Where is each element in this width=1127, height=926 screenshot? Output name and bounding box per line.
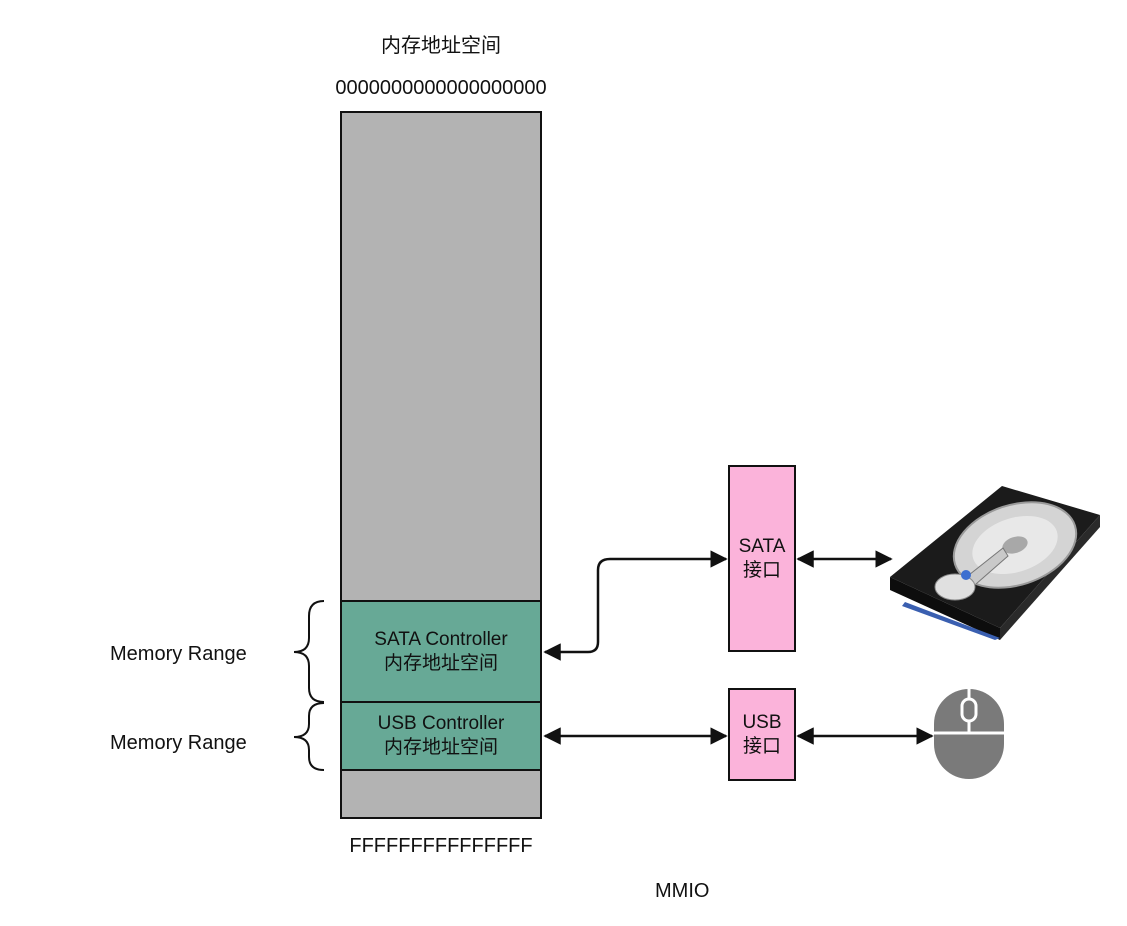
usb-controller-region[interactable]: USB Controller 内存地址空间	[340, 701, 542, 771]
address-space-title: 内存地址空间	[381, 35, 501, 57]
sata-interface-sub-label: 接口	[742, 559, 781, 581]
sata-interface-label: SATA	[738, 535, 786, 557]
sata-controller-region[interactable]: SATA Controller 内存地址空间	[340, 600, 542, 703]
memory-range-label-usb: Memory Range	[110, 732, 247, 754]
usb-controller-sub-label: 内存地址空间	[383, 737, 498, 758]
mouse-icon	[934, 689, 1004, 779]
usb-interface-label: USB	[742, 711, 782, 733]
usb-interface-sub-label: 接口	[742, 735, 781, 757]
mmio-caption: MMIO	[655, 880, 710, 902]
sata-interface-box[interactable]: SATA 接口	[728, 465, 796, 652]
memory-range-brace-sata	[293, 600, 325, 703]
arrow-sata-controller-interface	[543, 550, 728, 661]
memory-range-label-sata: Memory Range	[110, 643, 247, 665]
usb-interface-box[interactable]: USB 接口	[728, 688, 796, 781]
end-address: FFFFFFFFFFFFFFF	[349, 835, 533, 857]
sata-controller-label: SATA Controller	[374, 628, 508, 650]
memory-range-brace-usb	[293, 702, 325, 771]
hard-drive-icon	[890, 486, 1100, 640]
usb-controller-label: USB Controller	[377, 713, 505, 734]
start-address: 0000000000000000000	[335, 77, 547, 99]
sata-controller-sub-label: 内存地址空间	[383, 652, 498, 674]
